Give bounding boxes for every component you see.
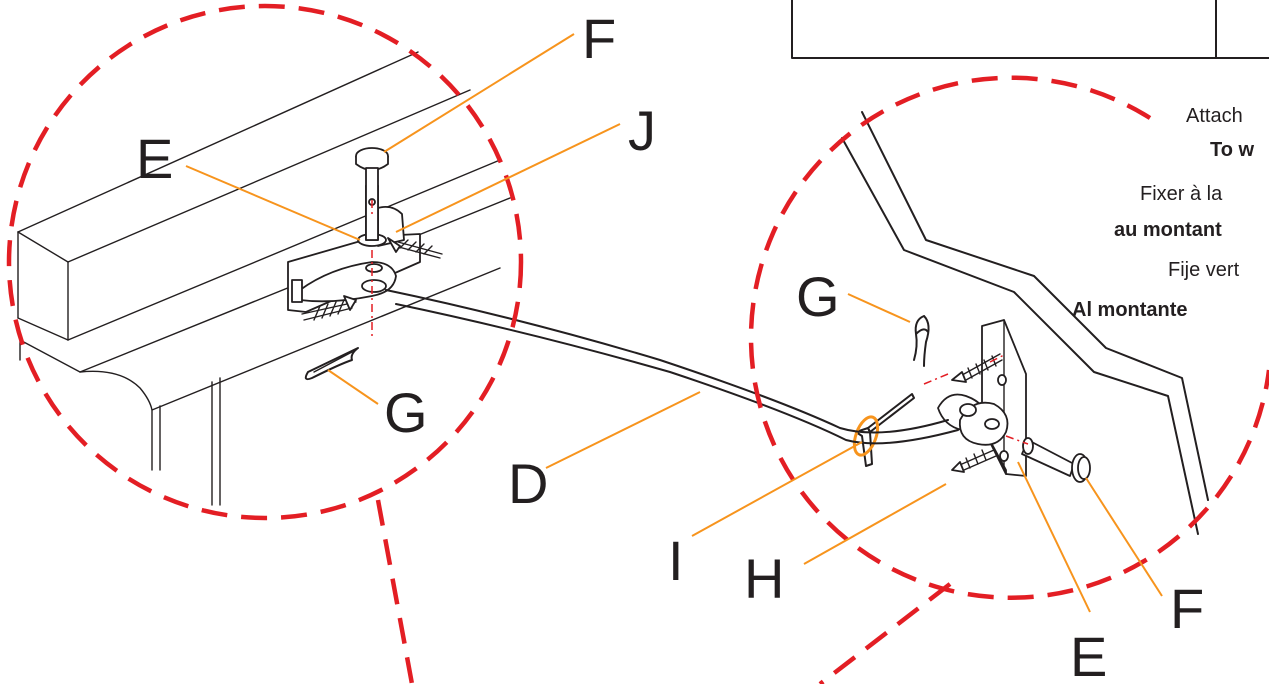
callout-d: D bbox=[508, 452, 548, 515]
callout-h: H bbox=[744, 547, 784, 610]
instruction-en-1: Attach bbox=[1186, 105, 1243, 127]
left-detail-circle bbox=[6, 3, 524, 684]
instruction-fr-1: Fixer à la bbox=[1140, 183, 1223, 205]
left-cotter-pin bbox=[304, 347, 359, 381]
leader-lines bbox=[185, 33, 1163, 613]
callout-j: J bbox=[628, 99, 656, 162]
callout-f-left: F bbox=[582, 7, 616, 70]
instruction-es-2: Al montante bbox=[1072, 299, 1188, 321]
callout-g-left: G bbox=[384, 381, 428, 444]
instruction-text: Attach To w Fixer à la au montant Fije v… bbox=[1072, 105, 1255, 321]
right-jamb bbox=[841, 111, 1209, 535]
callout-labels: F E J G D G I H E F bbox=[136, 7, 1204, 684]
right-cotter-pin bbox=[913, 315, 930, 367]
hex-key bbox=[852, 393, 915, 467]
left-bracket bbox=[287, 147, 443, 340]
right-detail-circle bbox=[748, 75, 1269, 684]
callout-e-right: E bbox=[1070, 625, 1107, 684]
callout-g-right: G bbox=[796, 265, 840, 328]
instruction-en-2: To w bbox=[1210, 139, 1255, 161]
right-bracket bbox=[923, 319, 1091, 483]
callout-e-left: E bbox=[136, 127, 173, 190]
callout-i: I bbox=[668, 529, 684, 592]
instruction-fr-2: au montant bbox=[1114, 219, 1222, 241]
top-frame-box bbox=[791, 0, 1269, 59]
spring-arm bbox=[385, 289, 959, 445]
instruction-es-1: Fije vert bbox=[1168, 259, 1240, 281]
callout-f-right: F bbox=[1170, 577, 1204, 640]
left-door-rail bbox=[17, 51, 511, 506]
